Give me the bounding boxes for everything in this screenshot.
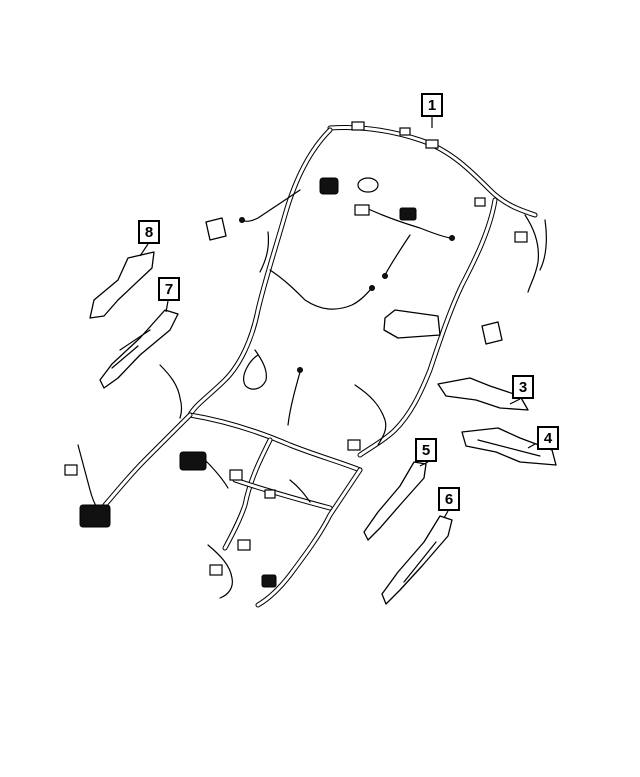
connectors [64,121,528,588]
part-8-bracket [89,251,155,319]
leader-lines [139,117,536,519]
callout-3: 3 [512,375,534,399]
callout-4: 4 [537,426,559,450]
callout-5: 5 [415,438,437,462]
callout-1: 1 [421,93,443,117]
callout-7: 7 [158,277,180,301]
callout-6: 6 [438,487,460,511]
main-harness [102,125,538,608]
small-modules [205,217,503,345]
part-7-bracket [99,309,179,389]
callout-8: 8 [138,220,160,244]
part-6-bracket [381,515,453,605]
part-4-tray [461,427,557,466]
part-3-tray [437,377,529,411]
part-5-bracket [363,461,427,541]
